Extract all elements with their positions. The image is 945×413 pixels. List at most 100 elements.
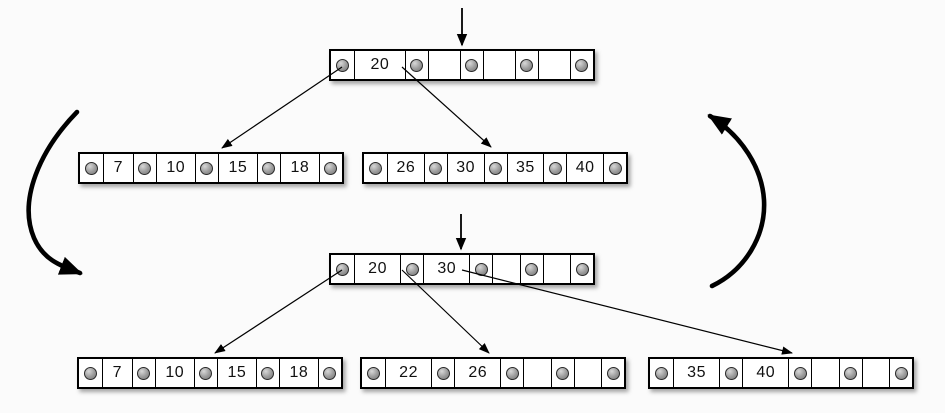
key-cell: 20 xyxy=(354,51,405,79)
pointer-dot-icon xyxy=(548,161,562,175)
pointer-dot-icon xyxy=(525,262,539,276)
pointer-dot-icon xyxy=(436,366,450,380)
pointer-cell xyxy=(603,154,626,182)
key-cell: 40 xyxy=(742,359,788,387)
pointer-cell xyxy=(469,255,492,283)
key-cell xyxy=(811,359,838,387)
key-cell: 18 xyxy=(279,154,319,182)
pointer-cell xyxy=(80,154,103,182)
cycle-arrow-right-up xyxy=(707,113,767,289)
key-cell xyxy=(492,255,519,283)
pointer-dot-icon xyxy=(655,366,668,380)
pointer-dot-icon xyxy=(84,366,97,380)
key-cell: 15 xyxy=(216,359,256,387)
pointer-dot-icon xyxy=(323,366,337,380)
pointer-cell xyxy=(423,154,447,182)
pointer-dot-icon xyxy=(489,161,502,175)
pointer-dot-icon xyxy=(429,161,443,175)
pointer-cell xyxy=(543,154,566,182)
pointer-dot-icon xyxy=(200,161,214,175)
pointer-cell xyxy=(500,359,523,387)
pointer-cell xyxy=(483,154,507,182)
key-cell: 22 xyxy=(385,359,431,387)
key-cell xyxy=(537,51,570,79)
pointer-cell xyxy=(362,359,385,387)
key-cell: 20 xyxy=(354,255,400,283)
pointer-dot-icon xyxy=(606,366,620,380)
pointer-cell xyxy=(255,359,279,387)
pointer-dot-icon xyxy=(261,366,275,380)
pointer-dot-icon xyxy=(369,161,382,175)
key-cell: 35 xyxy=(506,154,544,182)
pointer-cell xyxy=(550,359,574,387)
key-cell xyxy=(542,255,570,283)
pointer-dot-icon xyxy=(85,161,98,175)
pointer-cell xyxy=(364,154,387,182)
pointer-cell xyxy=(431,359,454,387)
pointer-cell xyxy=(570,255,593,283)
pointer-cell xyxy=(79,359,102,387)
pointer-dot-icon xyxy=(724,366,738,380)
key-cell: 40 xyxy=(566,154,603,182)
pointer-dot-icon xyxy=(608,161,622,175)
pointer-cell xyxy=(404,51,428,79)
pointer-cell xyxy=(331,255,354,283)
pointer-dot-icon xyxy=(367,366,380,380)
pointer-cell xyxy=(569,51,593,79)
key-cell: 30 xyxy=(423,255,469,283)
pointer-cell xyxy=(601,359,624,387)
pointer-cell xyxy=(193,359,217,387)
pointer-dot-icon xyxy=(556,366,570,380)
pointer-cell xyxy=(519,255,543,283)
pointer-cell xyxy=(331,51,354,79)
pointer-cell xyxy=(400,255,423,283)
pointer-cell xyxy=(318,154,342,182)
key-cell: 18 xyxy=(278,359,318,387)
key-cell: 15 xyxy=(217,154,257,182)
pointer-dot-icon xyxy=(575,262,589,276)
btree-node-leaf-after-right: 35 40 xyxy=(648,357,914,389)
btree-node-root-before: 20 xyxy=(329,49,595,81)
pointer-dot-icon xyxy=(474,262,488,276)
btree-node-leaf-before-right: 26 30 35 40 xyxy=(362,152,628,184)
pointer-cell xyxy=(131,359,155,387)
pointer-dot-icon xyxy=(844,366,858,380)
pointer-cell xyxy=(514,51,538,79)
cycle-arrow-left-down xyxy=(26,109,83,276)
key-cell xyxy=(523,359,550,387)
edge-root-before-to-left-leaf xyxy=(221,66,343,149)
pointer-dot-icon xyxy=(199,366,213,380)
btree-node-leaf-before-left: 7 10 15 18 xyxy=(78,152,344,184)
key-cell xyxy=(482,51,515,79)
pointer-cell xyxy=(838,359,862,387)
pointer-cell xyxy=(719,359,742,387)
pointer-dot-icon xyxy=(520,58,534,72)
key-cell xyxy=(573,359,601,387)
pointer-dot-icon xyxy=(505,366,519,380)
pointer-dot-icon xyxy=(262,161,276,175)
key-cell: 7 xyxy=(102,359,132,387)
pointer-dot-icon xyxy=(793,366,807,380)
pointer-dot-icon xyxy=(410,58,424,72)
pointer-dot-icon xyxy=(465,58,479,72)
pointer-cell xyxy=(459,51,483,79)
key-cell: 30 xyxy=(446,154,484,182)
pointer-dot-icon xyxy=(137,366,151,380)
key-cell xyxy=(861,359,889,387)
btree-node-leaf-after-left: 7 10 15 18 xyxy=(77,357,343,389)
key-cell: 35 xyxy=(673,359,719,387)
key-cell: 26 xyxy=(387,154,424,182)
edge-root-after-to-left-leaf xyxy=(214,269,343,354)
pointer-dot-icon xyxy=(894,366,908,380)
pointer-dot-icon xyxy=(324,161,338,175)
pointer-cell xyxy=(788,359,811,387)
key-cell: 10 xyxy=(155,154,195,182)
pointer-cell xyxy=(889,359,912,387)
key-cell: 10 xyxy=(154,359,194,387)
pointer-cell xyxy=(194,154,218,182)
pointer-dot-icon xyxy=(336,262,349,276)
key-cell: 7 xyxy=(103,154,133,182)
